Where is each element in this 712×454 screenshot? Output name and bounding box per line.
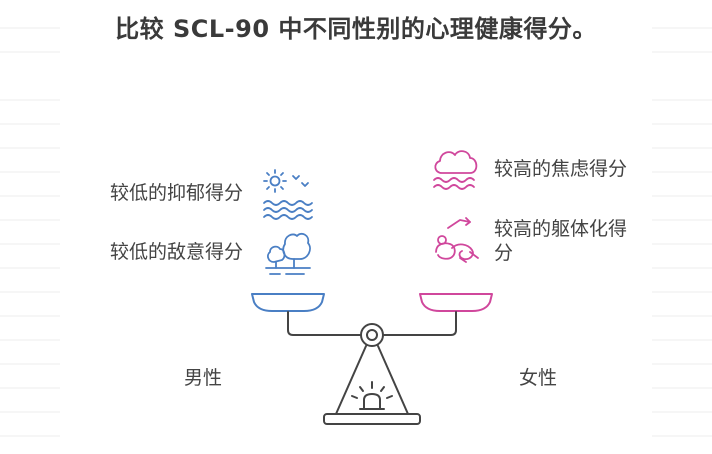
- diagram-title: 比较 SCL-90 中不同性别的心理健康得分。: [115, 15, 597, 43]
- tangled-body-icon: [435, 217, 479, 263]
- female-label: 女性: [519, 367, 558, 389]
- male-item-depression: 较低的抑郁得分: [110, 182, 244, 204]
- left-pan: [251, 293, 325, 312]
- trees-icon: [265, 232, 311, 275]
- sun-waves-icon: [263, 169, 313, 220]
- male-item-hostility: 较低的敌意得分: [110, 241, 244, 263]
- storm-cloud-icon: [433, 150, 478, 190]
- right-pan: [419, 293, 493, 312]
- male-label: 男性: [184, 367, 223, 389]
- female-item-somatization: 较高的躯体化得分: [494, 218, 628, 264]
- scale-stand: [287, 311, 457, 425]
- female-item-anxiety: 较高的焦虑得分: [494, 158, 628, 180]
